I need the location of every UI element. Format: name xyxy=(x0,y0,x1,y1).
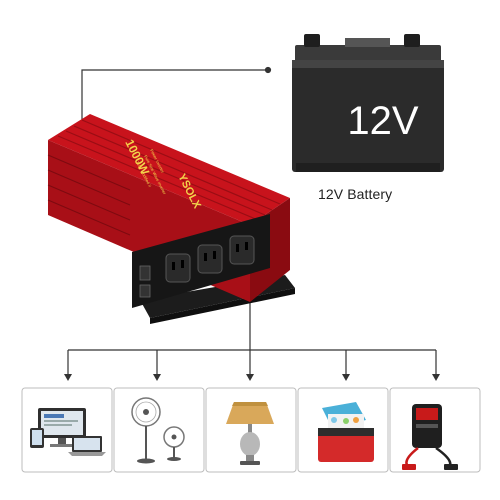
battery-caption: 12V Battery xyxy=(318,186,393,202)
computers-icon xyxy=(30,408,106,456)
cooler-icon xyxy=(318,402,374,462)
jump-starter-icon xyxy=(402,404,458,470)
battery: 12V xyxy=(292,34,444,172)
arrow-heads xyxy=(64,374,440,381)
device-card-fans xyxy=(113,387,205,473)
lamp-icon xyxy=(226,402,274,465)
inverter-ridges xyxy=(57,119,281,221)
battery-voltage-label: 12V xyxy=(347,99,418,143)
fans-icon xyxy=(131,397,185,464)
inverter: 1000W YSOLX Power Inverter Pure Sine Wav… xyxy=(47,114,295,324)
